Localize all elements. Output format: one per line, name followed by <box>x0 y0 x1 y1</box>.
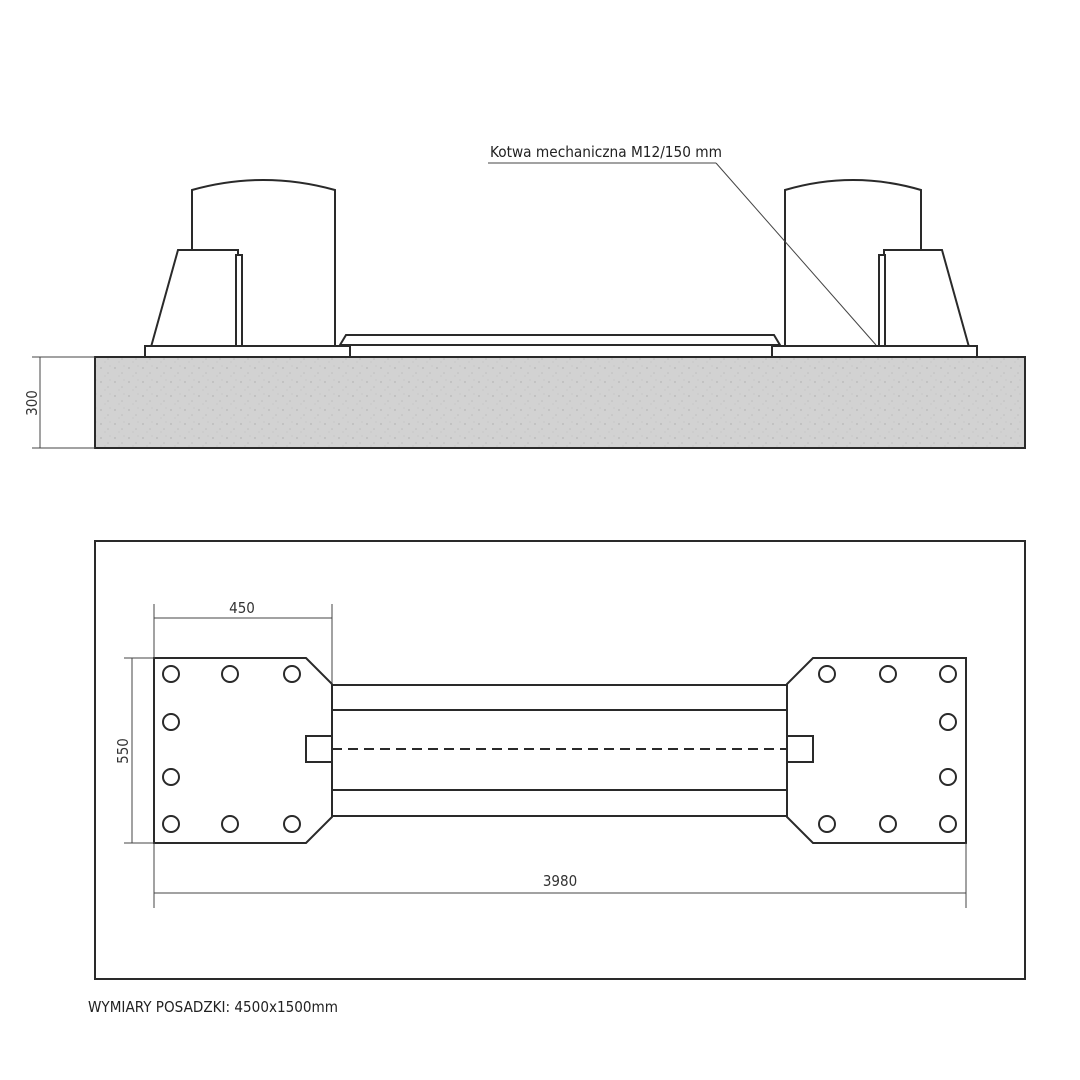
left-base <box>149 249 239 348</box>
right-bolt-holes <box>818 665 957 833</box>
right-connector <box>786 735 814 763</box>
total-length-dimension: 3980 <box>153 843 967 908</box>
left-connector <box>305 735 333 763</box>
left-bolt-holes <box>162 665 301 833</box>
plate-depth-dimension: 550 <box>114 657 154 844</box>
total-length-value: 3980 <box>543 872 577 890</box>
plate-depth-value: 550 <box>114 738 132 764</box>
right-base <box>883 249 971 348</box>
center-rail <box>331 684 788 817</box>
anchor-label: Kotwa mechaniczna M12/150 mm <box>490 143 722 161</box>
floor-outline <box>94 540 1026 980</box>
center-bridge <box>338 334 782 346</box>
right-base-plate <box>771 345 978 358</box>
height-value: 300 <box>23 390 41 416</box>
floor-dimensions-label: WYMIARY POSADZKI: 4500x1500mm <box>88 998 338 1016</box>
height-dimension: 300 <box>23 356 95 449</box>
plan-view: 450 550 3980 <box>94 540 1026 980</box>
plate-width-dimension: 450 <box>153 599 333 684</box>
plate-width-value: 450 <box>229 599 255 617</box>
concrete-slab <box>94 356 1026 449</box>
side-elevation: Kotwa mechaniczna M12/150 mm 300 <box>23 143 1026 449</box>
left-base-plate <box>144 345 351 358</box>
